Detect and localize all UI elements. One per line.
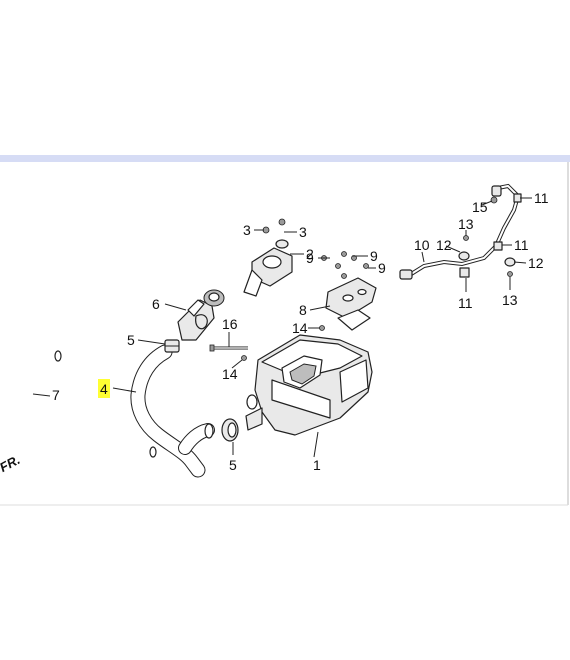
callout-4: 4 <box>100 381 108 397</box>
callout-5-lower: 5 <box>229 457 237 473</box>
callout-9-low: 9 <box>378 260 386 276</box>
callout-14-upper: 14 <box>292 320 308 336</box>
callout-10: 10 <box>414 237 430 253</box>
callout-11-bottom: 11 <box>458 295 473 311</box>
callout-12-right: 12 <box>528 255 544 271</box>
callout-1: 1 <box>313 457 321 473</box>
clip-11-right-mid <box>493 241 503 251</box>
callout-11-top: 11 <box>534 190 549 206</box>
breather-pipe-10 <box>399 183 521 280</box>
clamp-5-upper <box>164 339 180 353</box>
header-band <box>0 155 570 162</box>
callout-13-bottom: 13 <box>502 292 518 308</box>
callout-12-left: 12 <box>436 237 452 253</box>
bolt-9-low <box>321 255 347 279</box>
bracket-8 <box>325 277 377 331</box>
reservoir-tank-1 <box>245 334 373 436</box>
callout-3-left: 3 <box>243 222 251 238</box>
callout-6: 6 <box>152 296 160 312</box>
callout-9-top: 9 <box>370 248 378 264</box>
bolt-3-right <box>278 218 286 226</box>
bolt-13-top <box>463 235 469 241</box>
clip-11-right-top <box>513 193 522 203</box>
callout-11-mid: 11 <box>514 237 529 253</box>
clip-11-bottom <box>459 267 470 278</box>
thermostat-housing-6 <box>177 289 225 341</box>
callout-2: 2 <box>306 246 314 262</box>
clamp-5-lower <box>221 418 239 442</box>
callout-15: 15 <box>472 199 488 215</box>
bolt-14-upper <box>319 325 325 331</box>
bolt-15 <box>490 196 498 204</box>
hose-7 <box>12 349 158 493</box>
callout-3-right: 3 <box>299 224 307 240</box>
bolt-16 <box>209 344 248 352</box>
callout-14-lower: 14 <box>222 366 238 382</box>
callout-5-upper: 5 <box>127 332 135 348</box>
bolt-13-bottom <box>507 271 513 277</box>
highlight-marker <box>98 379 110 398</box>
callout-13-top: 13 <box>458 216 474 232</box>
bolt-14-lower <box>241 355 247 361</box>
callout-9-mid: 9 <box>306 250 314 266</box>
callout-7: 7 <box>52 387 60 403</box>
callout-labels: 1 2 3 3 4 5 5 6 7 8 9 9 9 10 11 11 11 12… <box>52 190 549 473</box>
callout-8: 8 <box>299 302 307 318</box>
bolt-12-left <box>458 251 470 261</box>
front-marker: FR. <box>0 452 22 475</box>
bolt-9-top <box>341 251 357 261</box>
bolt-12-right <box>504 257 516 267</box>
hose-4 <box>130 344 215 478</box>
leader-lines <box>32 197 532 458</box>
callout-16: 16 <box>222 316 238 332</box>
filler-neck-2 <box>243 239 293 297</box>
bolt-9-mid <box>335 263 369 269</box>
